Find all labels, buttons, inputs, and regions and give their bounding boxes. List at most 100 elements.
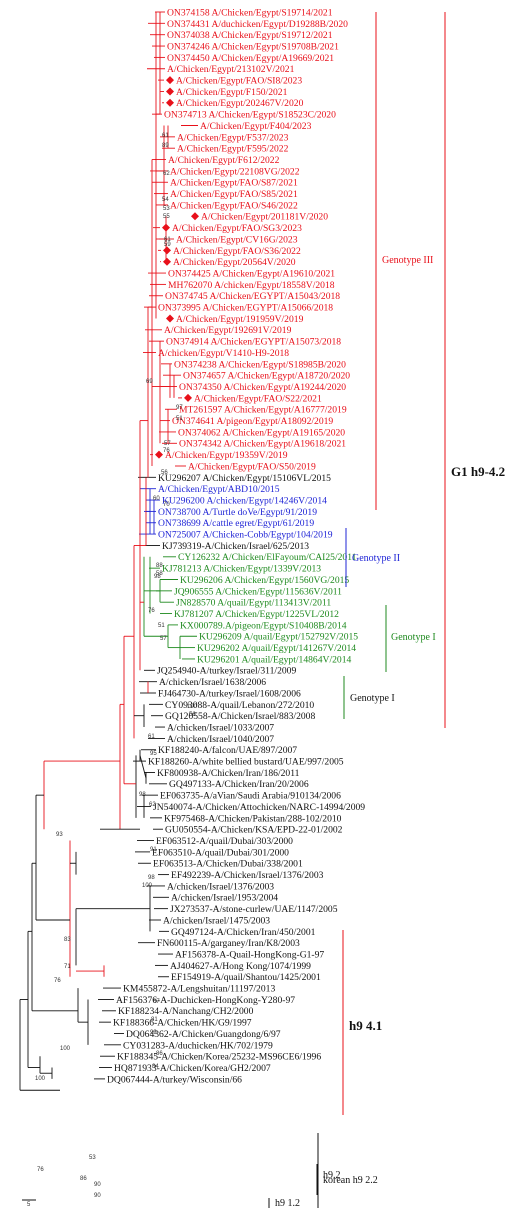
bootstrap-value: 56 <box>161 470 168 476</box>
leaf-label: AF156378-A-Quail-HongKong-G1-97 <box>175 949 324 960</box>
leaf-label: KU296201 A/quail/Egypt/14864V/2014 <box>197 654 351 665</box>
bootstrap-value: 58 <box>156 571 163 577</box>
leaf-label: A/chicken/Israel/1033/2007 <box>167 722 274 733</box>
bootstrap-value: 99 <box>150 1030 157 1036</box>
leaf-label: KU296206 A/Chicken/Egypt/1560VG/2015 <box>180 575 349 586</box>
leaf-label: A/Chicken/Egypt/20564V/2020 <box>173 257 296 268</box>
leaf-label: ON374641 A/pigeon/Egypt/A18092/2019 <box>172 416 333 427</box>
leaf-label: ON374450 A/Chicken/Egypt/A19669/2021 <box>167 53 334 64</box>
red-diamond-icon <box>166 87 174 96</box>
leaf-label: KF975468-A/Chicken/Pakistan/288-102/2010 <box>164 813 342 824</box>
leaf-label: ON725007 A/Chicken-Cobb/Egypt/104/2019 <box>158 530 333 541</box>
leaf-label: KF188234-A/Nanchang/CH2/2000 <box>118 1006 254 1017</box>
leaf-label: ON374431 A/duchicken/Egypt/D19288B/2020 <box>167 19 348 30</box>
leaf-label: CY093088-A/quail/Lebanon/272/2010 <box>165 700 314 711</box>
clade-label-korean: korean h9 2.2 <box>323 1175 378 1186</box>
bootstrap-value: 51 <box>158 623 165 629</box>
bootstrap-value: 100 <box>187 704 198 710</box>
leaf-label: EF063510-A/quail/Dubai/301/2000 <box>152 847 289 858</box>
bootstrap-value: 84 <box>152 1064 159 1070</box>
leaf-label: A/Chicken/Egypt/FAO/S46/2022 <box>170 200 298 211</box>
leaf-label: A/Chicken/Egypt/F612/2022 <box>168 155 280 166</box>
leaf-label: A/Chicken/Egypt/191959V/2019 <box>176 314 304 325</box>
bootstrap-value: 98 <box>139 792 146 798</box>
leaf-label: A/Chicken/Egypt/FAO/S87/2021 <box>170 178 298 189</box>
leaf-label: EF492239-A/Chicken/Israel/1376/2003 <box>171 870 324 881</box>
leaf-label: ON374350 A/Chicken/Egypt/A19244/2020 <box>179 382 346 393</box>
bootstrap-value: 54 <box>162 197 169 203</box>
leaf-label: ON374238 A/Chicken/Egypt/S18985B/2020 <box>174 359 346 370</box>
leaf-label: KJ781213 A/Chicken/Egypt/1339V/2013 <box>162 564 321 575</box>
tree-branches <box>19 11 198 1091</box>
bootstrap-value: 100 <box>60 1046 71 1052</box>
leaf-label: EF063735-A/aVian/Saudi Arabia/910134/200… <box>160 791 341 802</box>
bootstrap-value: 53 <box>89 1155 96 1161</box>
scale-bar-label: 5 <box>27 1202 31 1208</box>
leaf-label: KF188240-A/falcon/UAE/897/2007 <box>158 745 297 756</box>
leaf-label: KJ781207 A/Chicken/Egypt/1225VL/2012 <box>174 609 339 620</box>
leaf-label: A/Chicken/Egypt/202467V/2020 <box>176 98 304 109</box>
leaf-label: KU296200 A/chicken/Egypt/14246V/2014 <box>162 495 327 506</box>
leaf-label: A/chicken/Israel/1953/2004 <box>171 893 278 904</box>
leaf-label: MH762070 A/chicken/Egypt/18558V/2018 <box>168 280 335 291</box>
bootstrap-value: 69 <box>146 379 153 385</box>
bootstrap-value: 81 <box>151 1017 158 1023</box>
bootstrap-value: 95 <box>150 751 157 757</box>
leaf-label: ON374657 A/Chicken/Egypt/A18720/2020 <box>183 371 350 382</box>
bootstrap-value: 57 <box>164 441 171 447</box>
leaf-label: KU296207 A/Chicken/Egypt/15106VL/2015 <box>158 473 331 484</box>
leaf-label: A/Chicken/Egypt/F150/2021 <box>176 87 288 98</box>
bootstrap-value: 98 <box>154 574 161 580</box>
leaf-label: KF188260-A/white bellied bustard/UAE/997… <box>148 757 344 768</box>
leaf-label: KM455872-A/Lengshuitan/11197/2013 <box>123 984 275 995</box>
red-diamond-icon <box>166 98 174 107</box>
red-diamond-icon <box>155 450 163 459</box>
bootstrap-value: 91 <box>150 847 157 853</box>
bootstrap-value: 88 <box>156 563 163 569</box>
clade-label-g1-h9-42: G1 h9-4.2 <box>451 464 505 479</box>
bootstrap-value: 76 <box>148 608 155 614</box>
leaf-label: ON374062 A/Chicken/Egypt/A19165/2020 <box>178 427 345 438</box>
leaf-label: FJ464730-A/turkey/Israel/1608/2006 <box>158 688 301 699</box>
red-diamond-icon <box>166 76 174 85</box>
leaf-label: GU050554-A/Chicken/KSA/EPD-22-01/2002 <box>165 825 343 836</box>
bootstrap-value: 76 <box>163 448 170 454</box>
clade-label-genotype-i-b: Genotype I <box>350 693 395 704</box>
bootstrap-layer: 6189625453556159699751577656706098885876… <box>35 133 198 1199</box>
leaf-label: A/Chicken/Egypt/ABD10/2015 <box>158 484 280 495</box>
leaf-label: KJ739319-A/Chicken/Israel/625/2013 <box>162 541 309 552</box>
leaf-label: KU296202 A/quail/Egypt/141267V/2014 <box>197 643 356 654</box>
leaf-label: A/Chicken/Egypt/192691V/2019 <box>164 325 292 336</box>
leaf-label: ON374342 A/Chicken/Egypt/A19618/2021 <box>179 439 346 450</box>
leaf-label: AF156376-A-Duchicken-HongKong-Y280-97 <box>116 995 295 1006</box>
bootstrap-value: 83 <box>64 937 71 943</box>
leaf-label: ON373995 A/Chicken/EGYPT/A15066/2018 <box>158 303 333 314</box>
bootstrap-value: 56 <box>189 712 196 718</box>
leaf-label: KF188345-A/Chicken/Korea/25232-MS96CE6/1… <box>117 1052 321 1063</box>
leaf-label: JN828570 A/quail/Egypt/113413V/2011 <box>176 598 331 609</box>
leaf-label: EF063513-A/Chicken/Dubai/338/2001 <box>153 859 303 870</box>
leaf-label: A/Chicken/Egypt/FAO/SG3/2023 <box>172 223 302 234</box>
bootstrap-value: 57 <box>160 636 167 642</box>
leaf-label: A/Chicken/Egypt/CV16G/2023 <box>176 234 298 245</box>
leaf-label: A/chicken/Israel/1376/2003 <box>167 881 274 892</box>
leaf-label: DQ067444-A/turkey/Wisconsin/66 <box>107 1074 242 1085</box>
leaf-label: A/Chicken/Egypt/F404/2023 <box>200 121 312 132</box>
leaf-label: GQ120558-A/Chicken/Israel/883/2008 <box>165 711 315 722</box>
bootstrap-value: 76 <box>54 978 61 984</box>
leaf-label: A/chicken/Israel/1475/2003 <box>163 915 270 926</box>
leaf-label: MT261597 A/Chicken/Egypt/A16777/2019 <box>179 405 347 416</box>
red-diamond-icon <box>163 257 171 266</box>
leaf-label: A/chicken/Israel/1040/2007 <box>167 734 274 745</box>
leaf-label: KU296209 A/quail/Egypt/152792V/2015 <box>199 632 358 643</box>
leaf-label: A/Chicken/Egypt/FAO/SI8/2023 <box>176 76 302 87</box>
bootstrap-value: 60 <box>153 496 160 502</box>
clade-brackets <box>268 12 446 1208</box>
clade-label-genotype-iii: Genotype III <box>382 255 433 266</box>
leaf-label-layer: ON374158 A/Chicken/Egypt/S19714/2021ON37… <box>107 7 365 1085</box>
scale-bar: 5 <box>22 1199 36 1208</box>
bootstrap-value: 98 <box>148 875 155 881</box>
leaf-label: CY126232 A/Chicken/ElFayoum/CAI25/2011 <box>178 552 357 563</box>
bootstrap-value: 51 <box>176 416 183 422</box>
